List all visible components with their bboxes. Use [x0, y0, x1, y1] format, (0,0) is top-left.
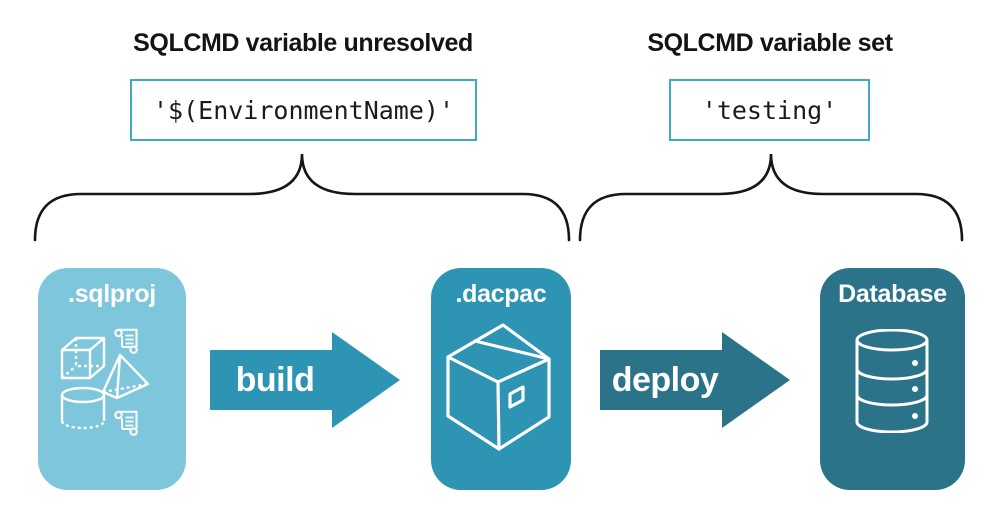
script-scroll-icon	[114, 328, 138, 354]
sqlproj-stage: .sqlproj	[38, 268, 186, 490]
database-label: Database	[838, 280, 947, 308]
deploy-arrow-label: deploy	[611, 360, 719, 399]
set-variable-code: 'testing'	[701, 95, 838, 125]
database-stage: Database	[820, 268, 965, 490]
set-variable-code-box: 'testing'	[669, 79, 870, 141]
cube-icon	[60, 336, 106, 380]
sqlproj-label: .sqlproj	[68, 280, 156, 308]
deploy-arrow: deploy	[600, 332, 790, 428]
sql-objects-icon	[60, 328, 150, 436]
script-scroll-icon	[114, 410, 138, 436]
unresolved-variable-code: '$(EnvironmentName)'	[152, 95, 455, 125]
dacpac-stage: .dacpac	[431, 268, 571, 490]
left-brace	[33, 153, 571, 242]
right-brace	[578, 153, 964, 242]
package-icon	[446, 323, 551, 451]
pyramid-icon	[101, 353, 150, 400]
database-icon	[855, 329, 929, 433]
build-arrow-label: build	[235, 360, 315, 399]
dacpac-label: .dacpac	[455, 280, 547, 308]
build-arrow: build	[210, 332, 400, 428]
deploy-arrow-shape	[600, 332, 790, 428]
cylinder-icon	[60, 386, 106, 430]
build-arrow-shape	[210, 332, 400, 428]
unresolved-variable-code-box: '$(EnvironmentName)'	[130, 79, 477, 141]
unresolved-variable-title: SQLCMD variable unresolved	[133, 29, 473, 57]
set-variable-title: SQLCMD variable set	[647, 29, 893, 57]
